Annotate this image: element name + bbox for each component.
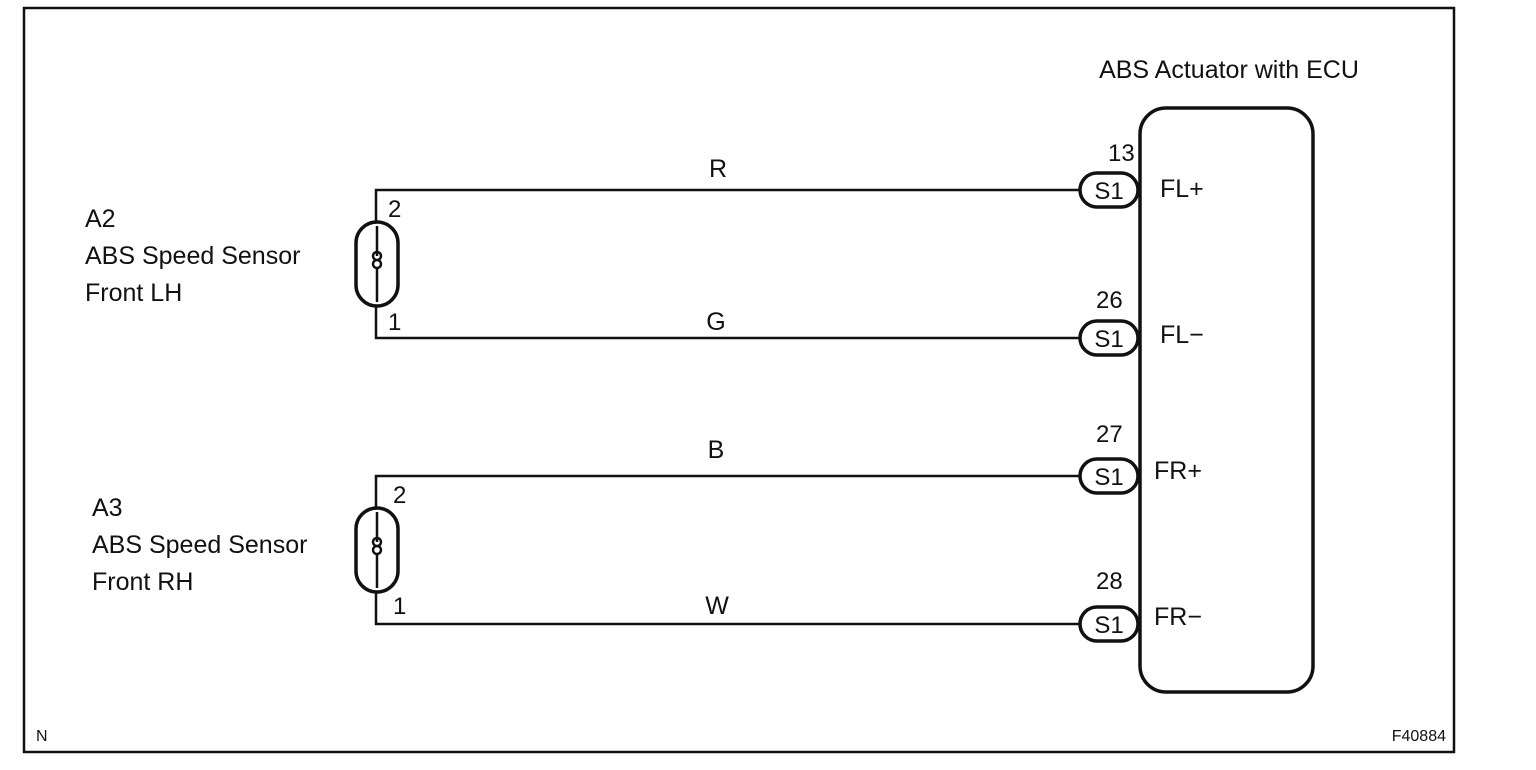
terminal-pin-number: 26 [1096, 287, 1123, 314]
ecu-title: ABS Actuator with ECU [1099, 56, 1359, 84]
sensor-code: A3 [92, 494, 123, 522]
wires [374, 188, 1080, 626]
connector-id: S1 [1094, 326, 1123, 353]
ecu-terminal-fl-plus: S1 13 FL+ [1078, 140, 1204, 209]
sensor-name: ABS Speed Sensor [92, 531, 307, 559]
corner-mark: N [36, 728, 48, 745]
terminal-signal: FR− [1154, 603, 1202, 631]
sensor-body [354, 220, 400, 308]
wire-w [374, 592, 1080, 626]
sensor-code: A2 [85, 205, 116, 233]
figure-code: F40884 [1392, 728, 1446, 745]
wire-g [374, 306, 1080, 340]
connector-badge [1078, 605, 1140, 643]
terminal-pin-number: 28 [1096, 568, 1123, 595]
ecu-terminal-fr-plus: S1 27 FR+ [1078, 421, 1202, 495]
connector-id: S1 [1094, 464, 1123, 491]
wire-b [374, 474, 1080, 508]
ecu-box [1138, 106, 1315, 694]
terminal-pin-number: 27 [1096, 421, 1123, 448]
sensor-body [354, 506, 400, 594]
sensor-side: Front RH [92, 568, 193, 596]
coil-icon [371, 512, 383, 588]
wire-color-label: G [706, 308, 725, 336]
terminal-signal: FL− [1160, 321, 1204, 349]
sensor-side: Front LH [85, 279, 182, 307]
wire-color-label: R [709, 155, 727, 183]
coil-icon [371, 226, 383, 302]
sensor-pin-top: 2 [388, 196, 401, 223]
diagram-frame [22, 6, 1456, 754]
sensor-pin-bottom: 1 [393, 593, 406, 620]
sensor-front-rh: 2 1 A3 ABS Speed Sensor Front RH [92, 482, 406, 620]
connector-id: S1 [1094, 612, 1123, 639]
terminal-signal: FR+ [1154, 457, 1202, 485]
connector-id: S1 [1094, 178, 1123, 205]
ecu-block: ABS Actuator with ECU [1099, 56, 1359, 694]
connector-badge [1078, 457, 1140, 495]
sensor-pin-top: 2 [393, 482, 406, 509]
terminal-pin-number: 13 [1108, 140, 1135, 167]
connector-badge [1078, 171, 1140, 209]
ecu-terminal-fr-minus: S1 28 FR− [1078, 568, 1202, 643]
connector-badge [1078, 319, 1140, 357]
sensor-front-lh: 2 1 A2 ABS Speed Sensor Front LH [85, 196, 401, 336]
wire-color-label: W [705, 592, 729, 620]
ecu-terminal-fl-minus: S1 26 FL− [1078, 287, 1204, 357]
sensor-name: ABS Speed Sensor [85, 242, 300, 270]
wire-r [374, 188, 1080, 222]
wire-color-label: B [708, 436, 725, 464]
sensor-pin-bottom: 1 [388, 309, 401, 336]
terminal-signal: FL+ [1160, 175, 1204, 203]
